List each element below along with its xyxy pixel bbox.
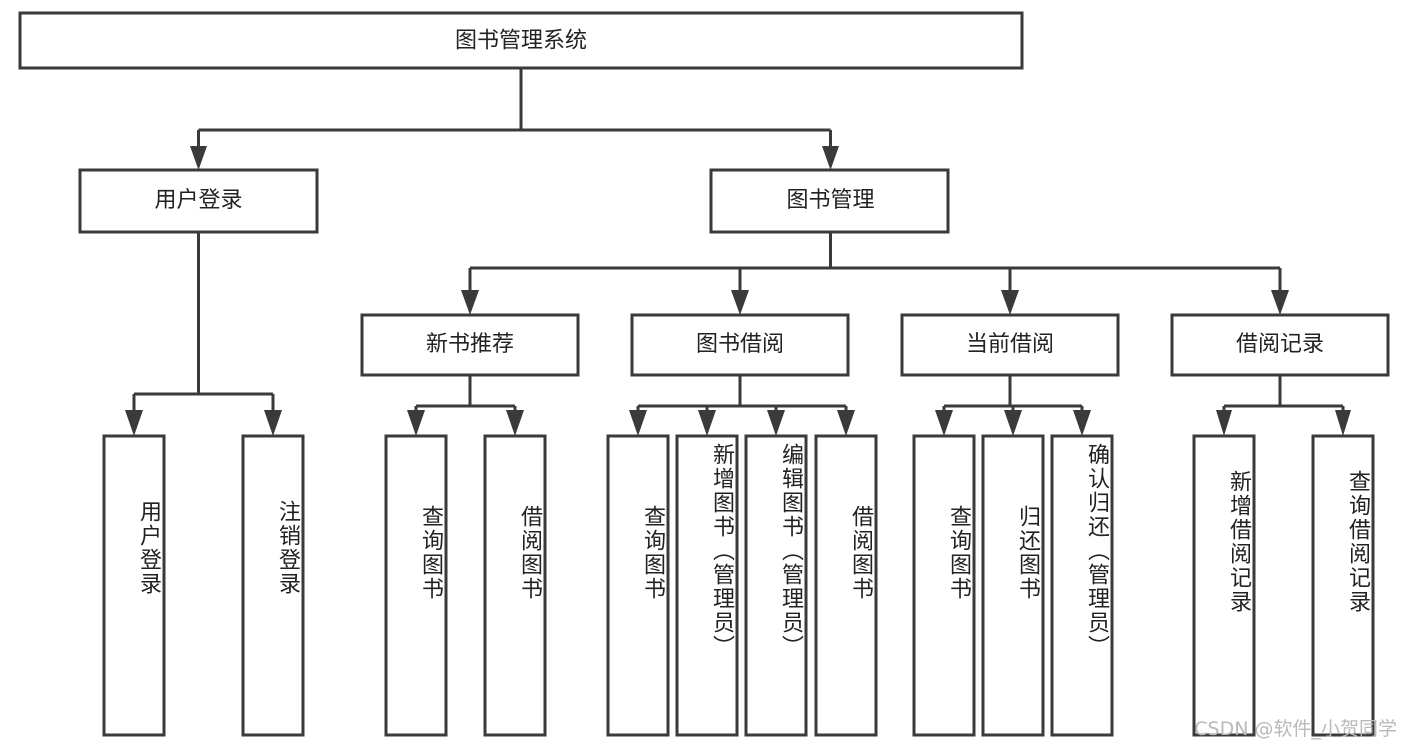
arrowhead-borrow-record [1271, 290, 1289, 315]
node-book-borrow-box[interactable] [630, 313, 850, 377]
arrowhead-current-return-book [1004, 410, 1022, 436]
arrowhead-book-borrow [731, 290, 749, 315]
node-root-box[interactable] [18, 11, 1024, 70]
arrowhead-recommend-query-book [407, 410, 425, 436]
csdn-watermark: CSDN @软件_小贺同学 [1194, 718, 1397, 740]
arrowhead-record-add [1216, 410, 1232, 436]
arrowhead-current-query-book [935, 410, 953, 436]
arrowhead-record-query [1335, 410, 1351, 436]
node-leaf-record-query-box[interactable] [1311, 434, 1375, 737]
arrowhead-borrow-borrow-book [837, 410, 855, 436]
node-borrow-record-label: 借阅记录 [1236, 332, 1324, 357]
arrowhead-leaf-user-logout [264, 410, 282, 436]
node-boxes [18, 11, 1390, 737]
node-leaf-borrow-borrow-book-box[interactable] [814, 434, 878, 737]
node-leaf-current-confirm-return-box[interactable] [1050, 434, 1114, 737]
arrowhead-book-manage [822, 146, 839, 170]
node-book-borrow-label: 图书借阅 [696, 332, 784, 357]
arrowhead-current-confirm-return [1073, 410, 1091, 436]
node-leaf-borrow-query-book-box[interactable] [606, 434, 670, 737]
node-leaf-borrow-add-book-box[interactable] [675, 434, 739, 737]
node-current-borrow-label: 当前借阅 [966, 332, 1054, 357]
arrowhead-new-book-recommend [461, 290, 479, 315]
node-leaf-borrow-edit-book-box[interactable] [744, 434, 808, 737]
arrowhead-recommend-borrow-book [506, 410, 524, 436]
arrowhead-leaf-user-login [125, 410, 143, 436]
node-book-manage-box[interactable] [709, 168, 950, 234]
arrowhead-borrow-edit-book [767, 410, 785, 436]
arrowhead-borrow-add-book [698, 410, 716, 436]
node-leaf-recommend-borrow-book-box[interactable] [483, 434, 547, 737]
node-user-login-label: 用户登录 [154, 188, 242, 213]
node-leaf-user-logout-box[interactable] [241, 434, 305, 737]
node-leaf-current-query-book-box[interactable] [912, 434, 976, 737]
node-leaf-current-return-book-box[interactable] [981, 434, 1045, 737]
node-user-login-box[interactable] [78, 168, 319, 234]
node-new-book-recommend-box[interactable] [360, 313, 580, 377]
arrowhead-borrow-query-book [629, 410, 647, 436]
node-book-manage-label: 图书管理 [786, 188, 874, 213]
node-current-borrow-box[interactable] [900, 313, 1120, 377]
node-borrow-record-box[interactable] [1170, 313, 1390, 377]
arrowhead-user-login [190, 146, 207, 170]
node-leaf-record-add-box[interactable] [1192, 434, 1256, 737]
connectors [125, 68, 1351, 436]
node-leaf-recommend-query-book-box[interactable] [384, 434, 448, 737]
node-new-book-recommend-label: 新书推荐 [426, 332, 514, 357]
node-leaf-user-login-box[interactable] [102, 434, 166, 737]
node-labels-horizontal: 图书管理系统 用户登录 图书管理 新书推荐 图书借阅 当前借阅 借阅记录 [154, 29, 1324, 358]
node-root-label: 图书管理系统 [455, 29, 587, 54]
arrowhead-current-borrow [1001, 290, 1019, 315]
